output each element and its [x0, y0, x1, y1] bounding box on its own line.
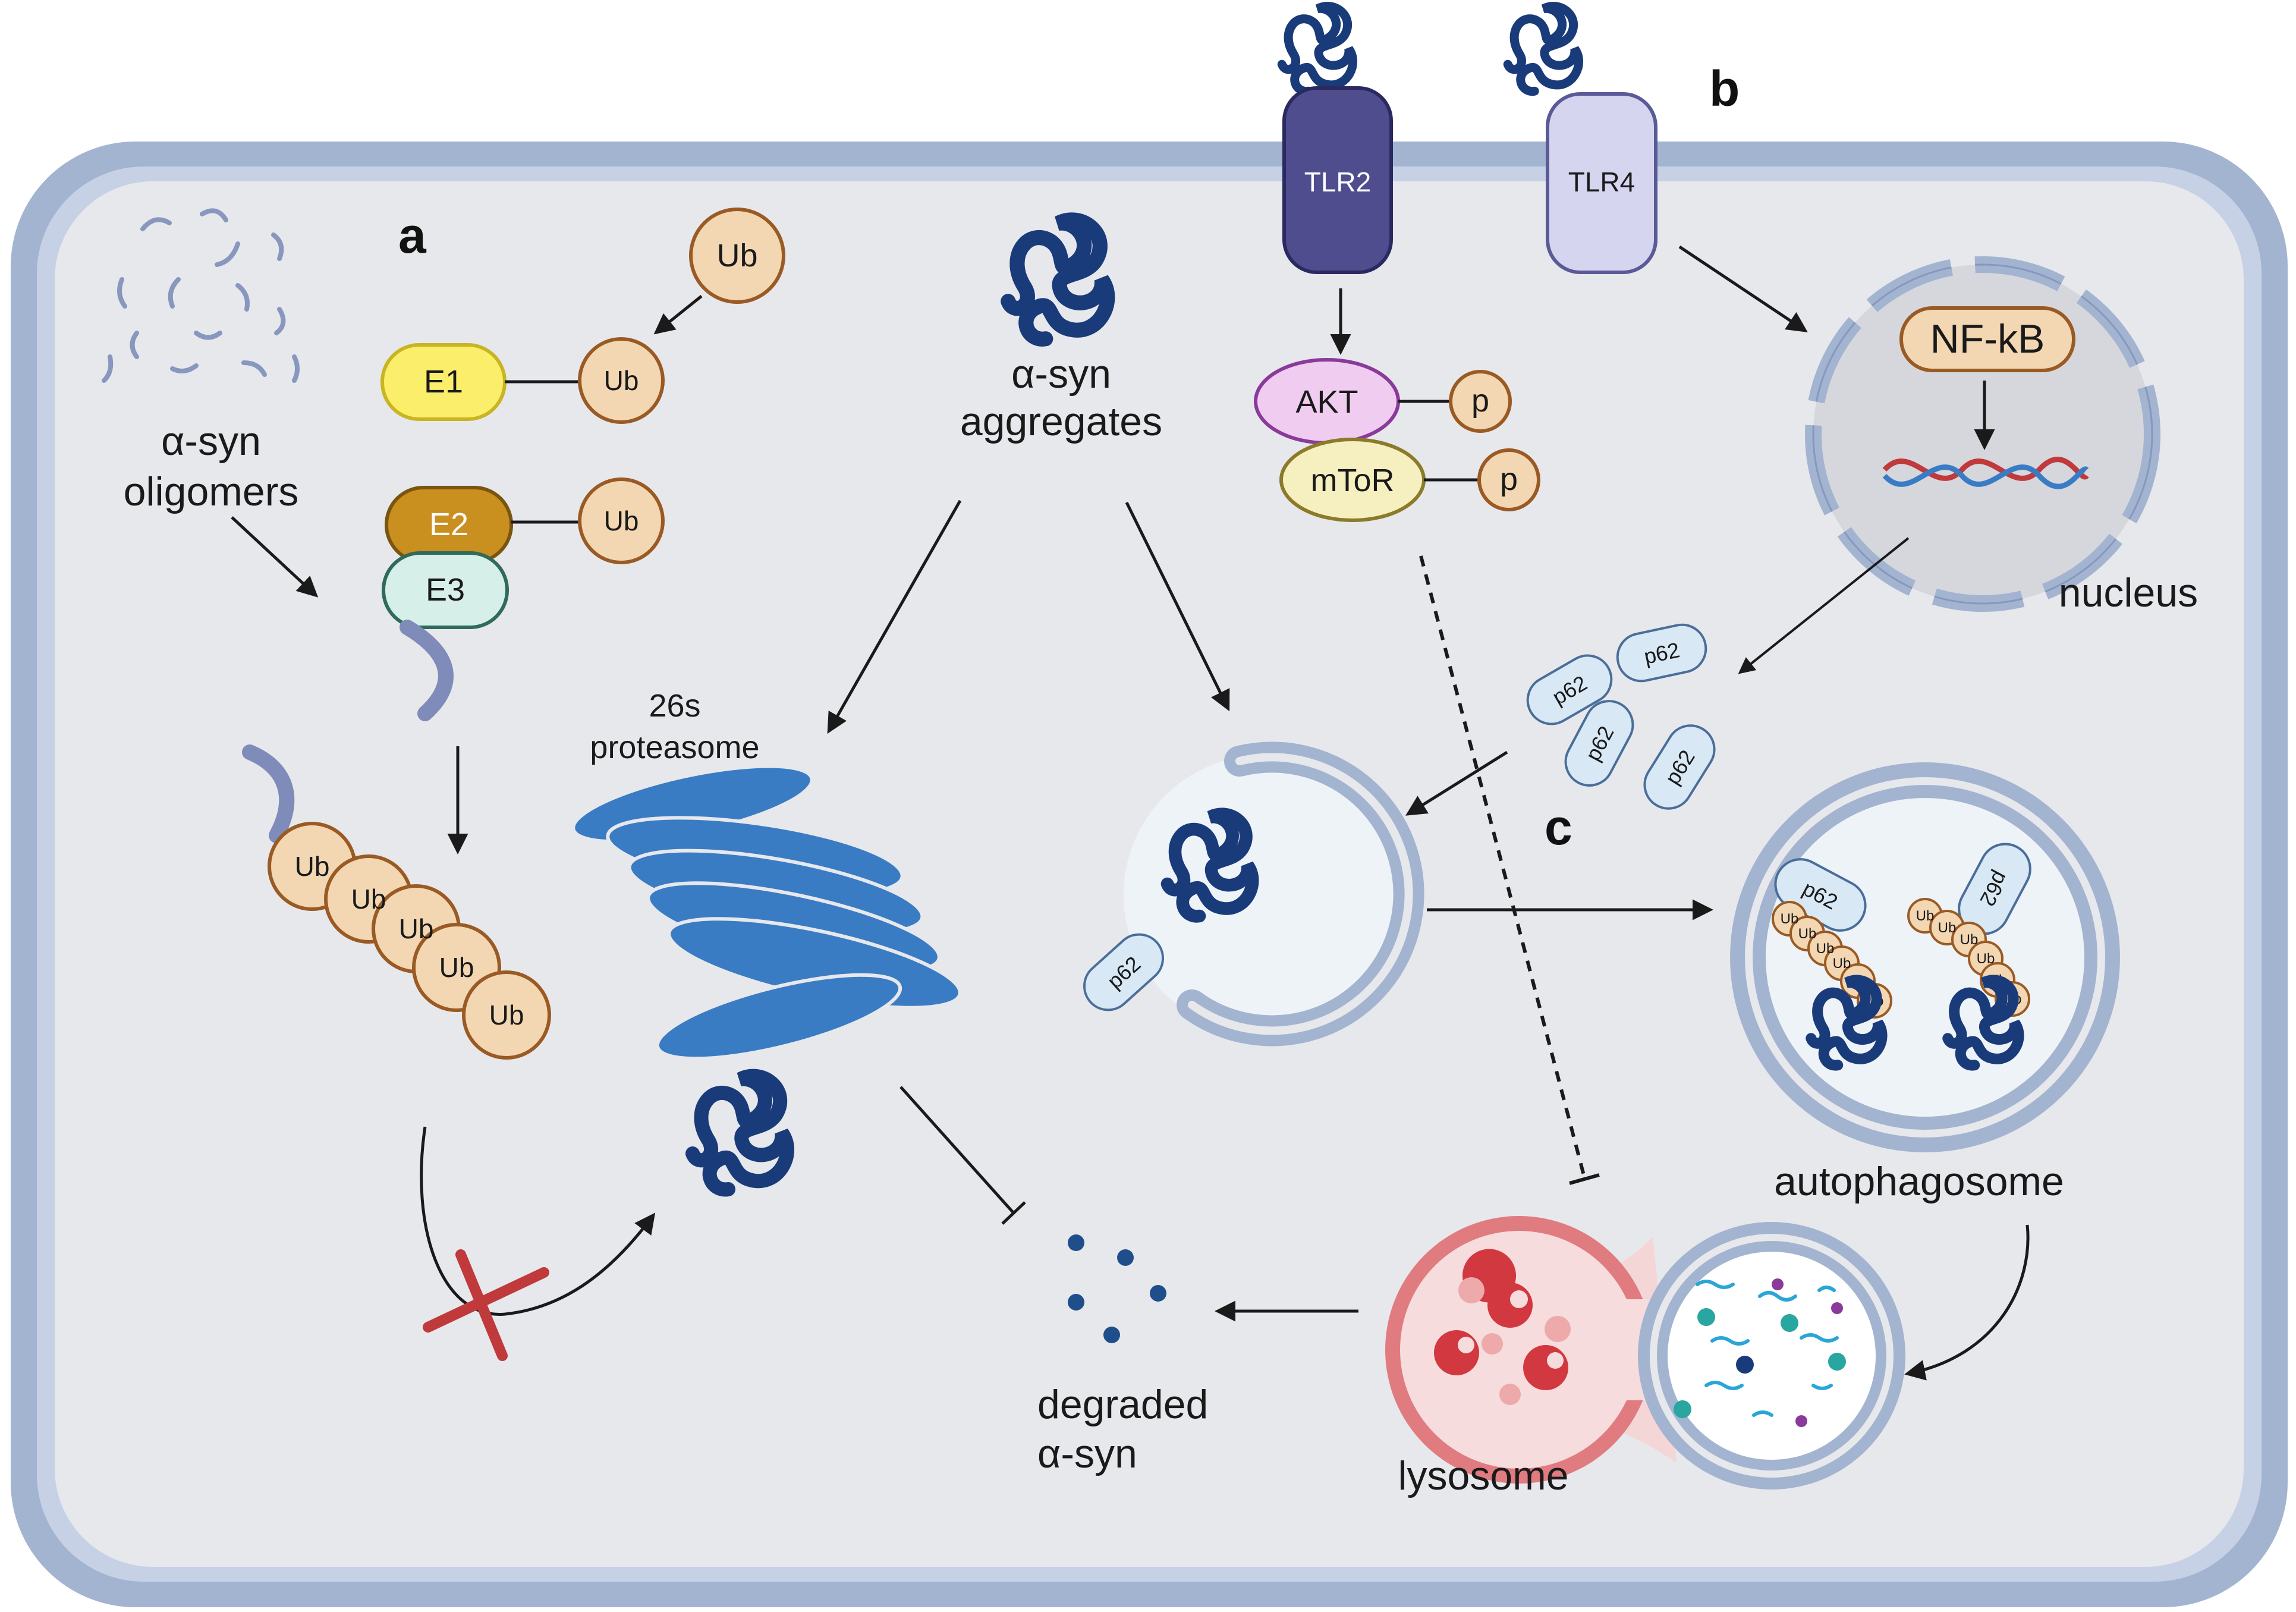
degraded-label-line2: α-syn	[1037, 1431, 1137, 1476]
ubiquitin-e2	[578, 477, 665, 564]
chain-ub-1: Ub	[295, 851, 330, 882]
ubiquitin-e2-label: Ub	[604, 505, 639, 536]
ubiquitin-e1	[578, 337, 665, 424]
arrow-chain-to-proteasome	[420, 1126, 656, 1316]
e3-label: E3	[426, 572, 465, 608]
phagophore-membrane-gap	[1188, 753, 1413, 1035]
ub-auto-left-4: Ub	[1833, 956, 1851, 972]
tlr4-label: TLR4	[1568, 166, 1635, 197]
chain-ub-2: Ub	[351, 884, 386, 915]
mtor-phosphate	[1477, 448, 1540, 511]
akt-phosphate-label: p	[1471, 383, 1489, 419]
substrate-tail-chain	[242, 744, 295, 843]
arrow-ub-to-e1	[653, 295, 703, 335]
akt-phosphate	[1449, 370, 1512, 433]
substrate-tail-e3	[400, 620, 454, 721]
aggregate-on-tlr2	[1282, 7, 1353, 92]
arrow-autophagosome-to-lysosome	[1904, 1224, 2030, 1381]
tlr2-receptor	[1282, 86, 1393, 274]
autophagosome-label: autophagosome	[1774, 1159, 2064, 1204]
p62-free-2: p62	[1616, 623, 1707, 683]
degraded-debris	[1674, 1278, 1846, 1427]
ub-auto-right-3: Ub	[1960, 932, 1979, 948]
p62-free-3: p62	[1564, 700, 1634, 787]
arrow-p62-to-phagophore	[1405, 750, 1508, 816]
aggregates-label-line1: α-syn	[1011, 351, 1111, 397]
dna-icon	[1882, 457, 2089, 489]
proteasome-26s	[571, 764, 962, 1061]
arrow-aggregates-to-phagophore	[1125, 501, 1230, 712]
panel-label-a: a	[398, 208, 427, 263]
inhibition-mtor-to-lysosome	[1419, 555, 1600, 1185]
autolysosome	[1385, 1216, 1905, 1490]
nfkb-factor	[1899, 306, 2075, 372]
akt-label: AKT	[1295, 384, 1358, 420]
ubiquitin-e1-label: Ub	[604, 365, 639, 396]
ubiquitin-free-label: Ub	[716, 238, 757, 274]
tlr4-receptor	[1546, 92, 1657, 274]
inhibition-proteasome-to-degraded	[899, 1086, 1026, 1225]
ub-auto-right-2: Ub	[1938, 920, 1957, 936]
polyubiquitin-chain	[268, 822, 551, 1060]
ub-auto-left-2: Ub	[1798, 926, 1817, 942]
e2-label: E2	[429, 507, 468, 542]
blocked-x-icon	[423, 1249, 549, 1361]
nucleus-label: nucleus	[2059, 570, 2198, 615]
e3-enzyme	[382, 551, 509, 629]
p62-free-1: p62	[1526, 654, 1613, 725]
arrow-oligomers-to-e3	[231, 516, 319, 598]
arrow-tlr4-to-nucleus	[1678, 245, 1808, 332]
panel-label-c: c	[1545, 799, 1572, 855]
p62-free-4: p62	[1643, 724, 1716, 810]
chain-ub-4: Ub	[439, 952, 474, 983]
oligomer-fragments	[102, 208, 300, 383]
oligomers-label-line2: oligomers	[124, 469, 299, 514]
chain-ub-5: Ub	[489, 1000, 524, 1030]
tlr2-label: TLR2	[1304, 166, 1371, 197]
nfkb-label: NF-kB	[1930, 316, 2045, 362]
ubiquitin-free	[689, 208, 785, 304]
lysosome-enzymes	[1434, 1249, 1571, 1405]
ub-auto-right-4: Ub	[1977, 951, 1995, 967]
aggregates-label-line2: aggregates	[960, 399, 1162, 444]
ub-auto-left-3: Ub	[1816, 941, 1835, 957]
degraded-label-line1: degraded	[1037, 1382, 1208, 1427]
ub-auto-right-1: Ub	[1916, 908, 1935, 924]
mtor-label: mToR	[1310, 463, 1394, 498]
proteasome-label-line2: proteasome	[590, 730, 759, 765]
panel-label-b: b	[1709, 61, 1740, 117]
lysosome-label: lysosome	[1398, 1453, 1568, 1498]
e1-label: E1	[424, 364, 463, 400]
p62-in-phagophore: p62	[1083, 933, 1165, 1011]
arrow-aggregates-to-proteasome	[827, 499, 962, 734]
mtor-phosphate-label: p	[1500, 461, 1518, 497]
oligomers-label-line1: α-syn	[161, 419, 261, 464]
chain-ub-3: Ub	[399, 913, 434, 944]
ub-chain-auto-left	[1772, 901, 1892, 1019]
ub-auto-left-1: Ub	[1781, 911, 1799, 927]
arrow-nucleus-to-p62	[1738, 537, 1910, 674]
degraded-fragments	[1068, 1234, 1166, 1343]
nucleus-envelope-outline	[1812, 263, 2153, 605]
proteasome-label-line1: 26s	[649, 688, 700, 724]
aggregate-on-tlr4	[1508, 7, 1578, 92]
